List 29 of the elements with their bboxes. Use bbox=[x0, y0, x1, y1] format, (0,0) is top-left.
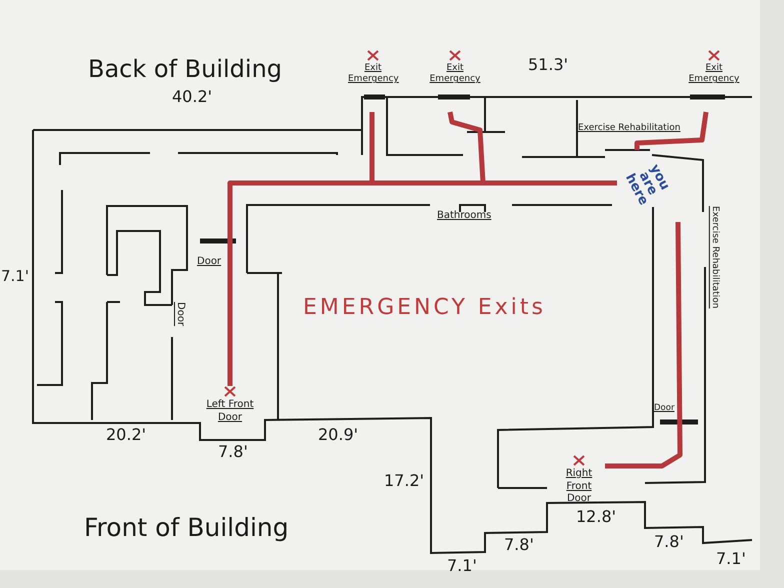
location-marker-text: you are here bbox=[622, 161, 674, 210]
door-label: Door bbox=[654, 404, 674, 414]
dimension-label: 17.2' bbox=[384, 472, 424, 490]
room-label: Exercise Rehabilitation bbox=[578, 124, 680, 134]
dimension-label: 20.9' bbox=[318, 426, 358, 444]
room-label: Exercise Rehabilitation bbox=[709, 206, 719, 308]
exit-label: Exit Emergency bbox=[688, 63, 740, 86]
dimension-label: 12.8' bbox=[576, 508, 616, 526]
dimension-label: 7.8' bbox=[218, 443, 248, 461]
exit-label: Exit Emergency bbox=[428, 63, 482, 86]
door-label: Door bbox=[197, 256, 222, 267]
plan-heading: EMERGENCY Exits bbox=[303, 296, 546, 320]
exit-label: Exit Emergency bbox=[348, 63, 398, 86]
exit-route-line bbox=[605, 222, 682, 468]
dimension-label: 7.8' bbox=[654, 533, 684, 551]
exit-route-line bbox=[634, 112, 708, 150]
dimension-label: 40.2' bbox=[172, 88, 212, 106]
exit-label: Right Front Door bbox=[564, 468, 594, 506]
room-label: Bathrooms bbox=[437, 210, 492, 221]
door-label: Door bbox=[175, 302, 186, 326]
dimension-label: 7.8' bbox=[504, 536, 534, 554]
dimension-label: 7.1' bbox=[447, 557, 477, 575]
plan-title: Back of Building bbox=[88, 56, 282, 82]
plan-caption: Front of Building bbox=[84, 514, 289, 542]
dimension-label: 7.1' bbox=[1, 268, 29, 284]
dimension-label: 20.2' bbox=[106, 426, 146, 444]
exit-label: Left Front Door bbox=[205, 399, 255, 424]
dimension-label: 7.1' bbox=[716, 550, 746, 568]
dimension-label: 51.3' bbox=[528, 56, 568, 74]
